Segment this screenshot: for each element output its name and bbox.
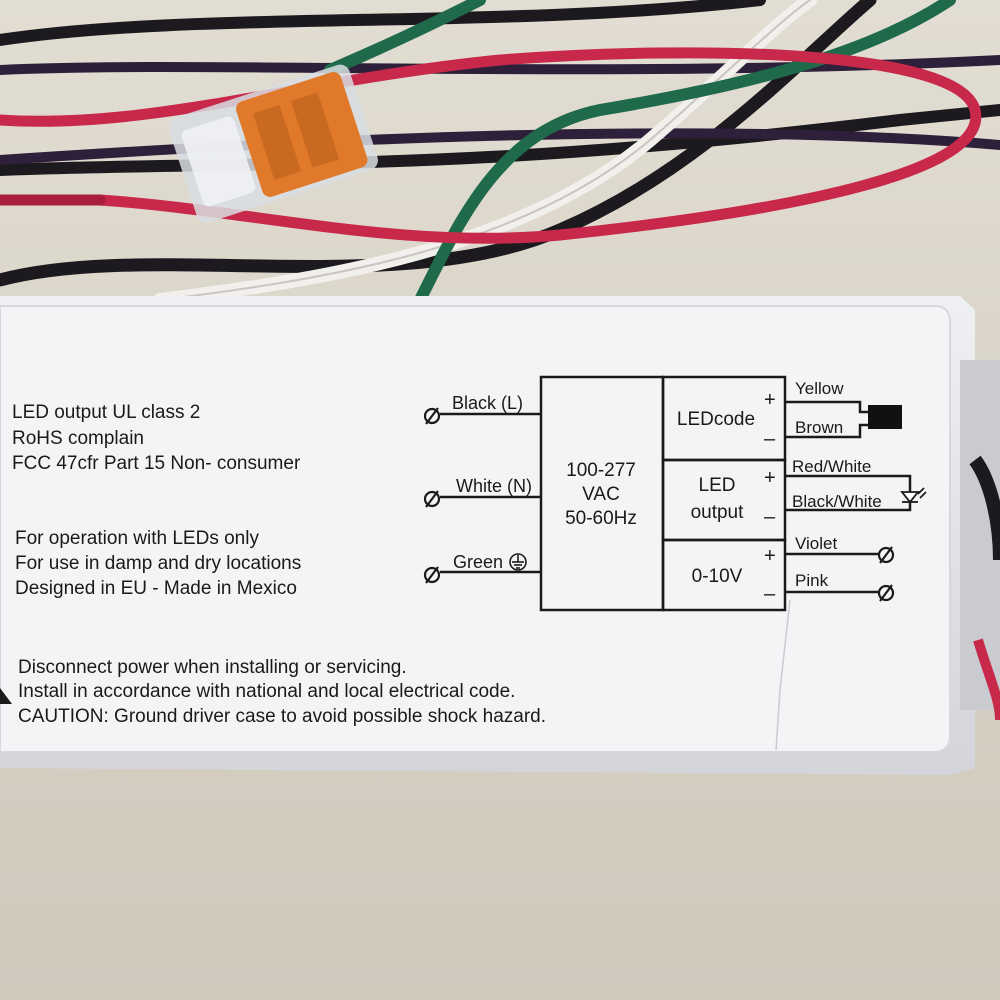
black-wire (0, 0, 766, 46)
info-text: LED output UL class 2 RoHS complain FCC … (12, 402, 301, 474)
wiring-diagram (440, 375, 912, 612)
info-line: RoHS complain (12, 428, 144, 449)
wire-bundle (0, 0, 1000, 307)
input-wire-label: White (N) (456, 476, 532, 496)
terminal-icon (423, 490, 441, 508)
yellow-wire-line (785, 400, 870, 414)
warning-line: CAUTION: Ground driver case to avoid pos… (18, 706, 546, 727)
output-wire-label: Brown (795, 418, 843, 437)
dimming-block (661, 538, 787, 612)
usage-text: For operation with LEDs only For use in … (15, 528, 301, 599)
led-driver (0, 296, 1000, 775)
terminal-icon (423, 566, 441, 584)
led-diode-icon (900, 487, 927, 504)
plus-sign: + (764, 467, 776, 489)
plus-sign: + (764, 545, 776, 567)
input-block-label: 100-277 (566, 460, 636, 481)
white-wire-edge (159, 0, 811, 301)
driver-label (0, 305, 951, 753)
output-wire-label: Violet (795, 534, 837, 553)
output-wire-label: Black/White (792, 492, 882, 511)
minus-sign: – (764, 583, 776, 605)
warning-text: Disconnect power when installing or serv… (0, 657, 546, 727)
green-wire (324, 0, 486, 76)
terminal-icons (423, 407, 895, 602)
usage-line: Designed in EU - Made in Mexico (15, 578, 297, 599)
lever-connector (168, 64, 378, 223)
ground-icon (509, 553, 527, 571)
redwhite-wire-line (785, 474, 912, 492)
warning-triangle-icon (0, 688, 12, 704)
terminal-icon (877, 546, 895, 564)
diagram-labels: Black (L) White (N) Green 100-277 VAC 50… (452, 379, 882, 605)
minus-sign: – (764, 506, 776, 528)
input-block-label: VAC (582, 484, 620, 505)
usage-line: For use in damp and dry locations (15, 553, 301, 574)
led-output-label: LED (699, 475, 736, 496)
ledcode-connector-icon (868, 405, 902, 429)
brown-wire-line (785, 423, 870, 439)
output-wire-label: Red/White (792, 457, 871, 476)
violet-wire (0, 128, 1000, 165)
input-wire-label: Green (453, 552, 503, 572)
info-line: FCC 47cfr Part 15 Non- consumer (12, 453, 301, 474)
output-wire-label: Yellow (795, 379, 844, 398)
input-wire-label: Black (L) (452, 393, 523, 413)
terminal-icon (877, 584, 895, 602)
dimming-label: 0-10V (692, 566, 743, 587)
ledcode-label: LEDcode (677, 409, 755, 430)
input-block-label: 50-60Hz (565, 508, 637, 529)
terminal-icon (423, 407, 441, 425)
plus-sign: + (764, 389, 776, 411)
output-wire-label: Pink (795, 571, 829, 590)
warning-line: Install in accordance with national and … (18, 681, 515, 702)
warning-line: Disconnect power when installing or serv… (18, 657, 407, 678)
green-wire (414, 0, 956, 306)
info-line: LED output UL class 2 (12, 402, 200, 423)
led-output-label: output (691, 502, 745, 523)
minus-sign: – (764, 428, 776, 450)
usage-line: For operation with LEDs only (15, 528, 259, 549)
